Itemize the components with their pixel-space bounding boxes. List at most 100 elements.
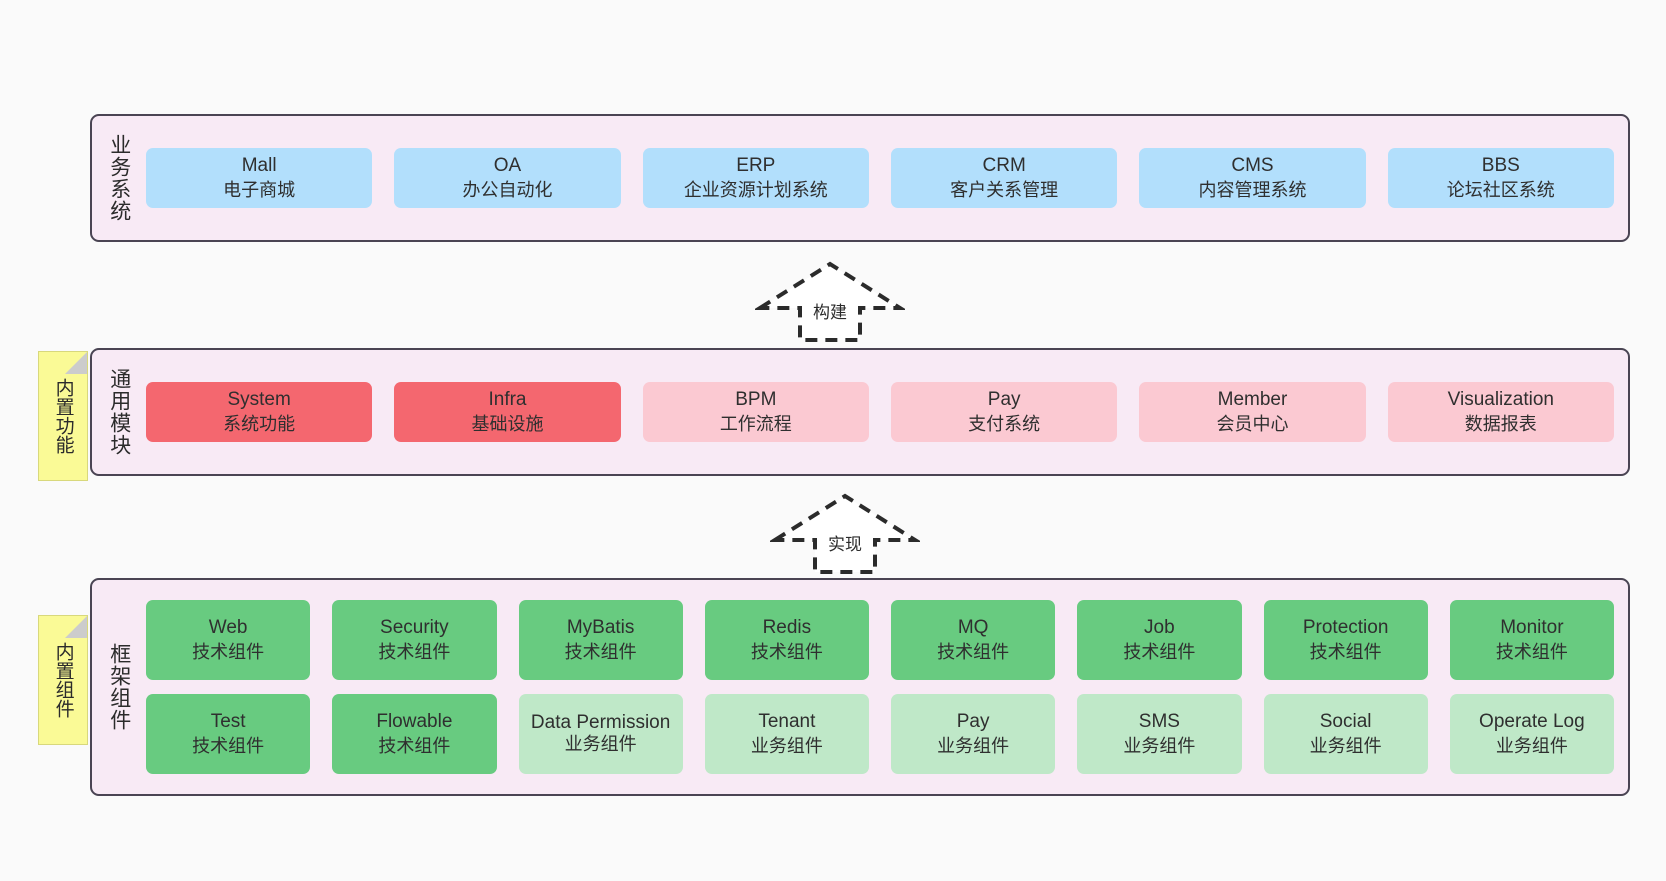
framework-business-row: Test 技术组件 Flowable 技术组件 Data Permission … [146,694,1614,774]
card-monitor-desc: 技术组件 [1495,641,1568,662]
card-data-permission[interactable]: Data Permission 业务组件 [518,694,683,774]
card-social-desc: 业务组件 [1309,735,1382,756]
card-web-name: Web [208,617,248,639]
card-operate-log-name: Operate Log [1479,711,1585,733]
layer-common-module: 通用模块 System 系统功能 Infra 基础设施 BPM 工作流程 Pay… [90,348,1630,476]
sticky-note-builtin-function: 内置功能 [38,351,88,481]
card-cms-desc: 内容管理系统 [1198,179,1307,200]
card-pay-component-desc: 业务组件 [937,735,1010,756]
card-security-desc: 技术组件 [378,641,451,662]
card-flowable-desc: 技术组件 [378,735,451,756]
card-test[interactable]: Test 技术组件 [146,694,311,774]
card-flowable-name: Flowable [376,711,453,733]
sticky-note-builtin-component: 内置组件 [38,615,88,745]
card-infra[interactable]: Infra 基础设施 [394,382,621,442]
card-bpm-name: BPM [735,389,777,411]
card-monitor[interactable]: Monitor 技术组件 [1449,600,1614,680]
card-tenant-name: Tenant [758,711,816,733]
card-visualization[interactable]: Visualization 数据报表 [1387,382,1614,442]
card-web-desc: 技术组件 [192,641,265,662]
card-bbs[interactable]: BBS 论坛社区系统 [1387,148,1614,208]
card-member[interactable]: Member 会员中心 [1139,382,1366,442]
card-erp-desc: 企业资源计划系统 [683,179,828,200]
card-sms-name: SMS [1138,711,1180,733]
card-oa[interactable]: OA 办公自动化 [394,148,621,208]
card-oa-desc: 办公自动化 [462,179,553,200]
card-redis-name: Redis [762,617,812,639]
common-card-row: System 系统功能 Infra 基础设施 BPM 工作流程 Pay 支付系统… [146,382,1614,442]
card-job-desc: 技术组件 [1123,641,1196,662]
card-redis[interactable]: Redis 技术组件 [704,600,869,680]
card-web[interactable]: Web 技术组件 [146,600,311,680]
layer-business-system: 业务系统 Mall 电子商城 OA 办公自动化 ERP 企业资源计划系统 CRM… [90,114,1630,242]
card-crm-desc: 客户关系管理 [950,179,1059,200]
card-crm-name: CRM [982,155,1026,177]
card-data-permission-name: Data Permission [530,711,671,733]
card-protection[interactable]: Protection 技术组件 [1263,600,1428,680]
card-cms[interactable]: CMS 内容管理系统 [1139,148,1366,208]
layer-business-system-body: Mall 电子商城 OA 办公自动化 ERP 企业资源计划系统 CRM 客户关系… [146,116,1628,240]
card-bbs-name: BBS [1481,155,1520,177]
sticky-note-builtin-component-label: 内置组件 [52,642,74,718]
card-job-name: Job [1144,617,1175,639]
card-erp[interactable]: ERP 企业资源计划系统 [642,148,869,208]
card-pay-module-desc: 支付系统 [968,413,1041,434]
card-system[interactable]: System 系统功能 [146,382,373,442]
layer-framework-component: 框架组件 Web 技术组件 Security 技术组件 MyBatis 技术组件… [90,578,1630,796]
card-mall-name: Mall [241,155,277,177]
layer-common-module-body: System 系统功能 Infra 基础设施 BPM 工作流程 Pay 支付系统… [146,350,1628,474]
card-pay-module-name: Pay [987,389,1021,411]
card-mall[interactable]: Mall 电子商城 [146,148,373,208]
card-member-desc: 会员中心 [1216,413,1289,434]
card-protection-desc: 技术组件 [1309,641,1382,662]
card-pay-module[interactable]: Pay 支付系统 [890,382,1118,442]
card-mq-desc: 技术组件 [937,641,1010,662]
card-sms[interactable]: SMS 业务组件 [1077,694,1242,774]
card-mybatis-desc: 技术组件 [564,641,637,662]
card-system-desc: 系统功能 [223,413,296,434]
layer-common-module-title: 通用模块 [107,368,131,456]
card-monitor-name: Monitor [1500,617,1564,639]
card-mq-name: MQ [957,617,989,639]
card-cms-name: CMS [1231,155,1274,177]
card-mq[interactable]: MQ 技术组件 [891,600,1056,680]
card-visualization-name: Visualization [1447,389,1554,411]
arrow-build: 构建 [755,258,905,344]
card-tenant-desc: 业务组件 [750,735,823,756]
card-bbs-desc: 论坛社区系统 [1446,179,1555,200]
arrow-implement-label: 实现 [828,535,862,554]
card-crm[interactable]: CRM 客户关系管理 [890,148,1118,208]
card-bpm[interactable]: BPM 工作流程 [642,382,869,442]
card-flowable[interactable]: Flowable 技术组件 [332,694,497,774]
card-pay-component[interactable]: Pay 业务组件 [891,694,1056,774]
card-data-permission-desc: 业务组件 [564,734,637,755]
card-operate-log-desc: 业务组件 [1495,735,1568,756]
arrow-implement: 实现 [770,490,920,576]
card-erp-name: ERP [736,155,776,177]
card-infra-name: Infra [488,389,527,411]
card-member-name: Member [1217,389,1288,411]
card-test-desc: 技术组件 [192,735,265,756]
card-infra-desc: 基础设施 [471,413,544,434]
card-oa-name: OA [493,155,522,177]
card-sms-desc: 业务组件 [1123,735,1196,756]
card-test-name: Test [210,711,246,733]
card-protection-name: Protection [1302,617,1389,639]
framework-tech-row: Web 技术组件 Security 技术组件 MyBatis 技术组件 Redi… [146,600,1614,680]
card-bpm-desc: 工作流程 [719,413,792,434]
business-card-row: Mall 电子商城 OA 办公自动化 ERP 企业资源计划系统 CRM 客户关系… [146,148,1614,208]
sticky-note-builtin-function-label: 内置功能 [52,378,74,454]
card-job[interactable]: Job 技术组件 [1077,600,1242,680]
card-operate-log[interactable]: Operate Log 业务组件 [1449,694,1614,774]
layer-framework-component-title: 框架组件 [107,643,131,731]
card-security[interactable]: Security 技术组件 [332,600,497,680]
card-mybatis-name: MyBatis [566,617,635,639]
card-pay-component-name: Pay [956,711,990,733]
layer-business-system-title: 业务系统 [107,134,131,222]
card-tenant[interactable]: Tenant 业务组件 [704,694,869,774]
arrow-build-label: 构建 [813,303,847,322]
card-social[interactable]: Social 业务组件 [1263,694,1428,774]
card-mybatis[interactable]: MyBatis 技术组件 [518,600,683,680]
card-redis-desc: 技术组件 [750,641,823,662]
